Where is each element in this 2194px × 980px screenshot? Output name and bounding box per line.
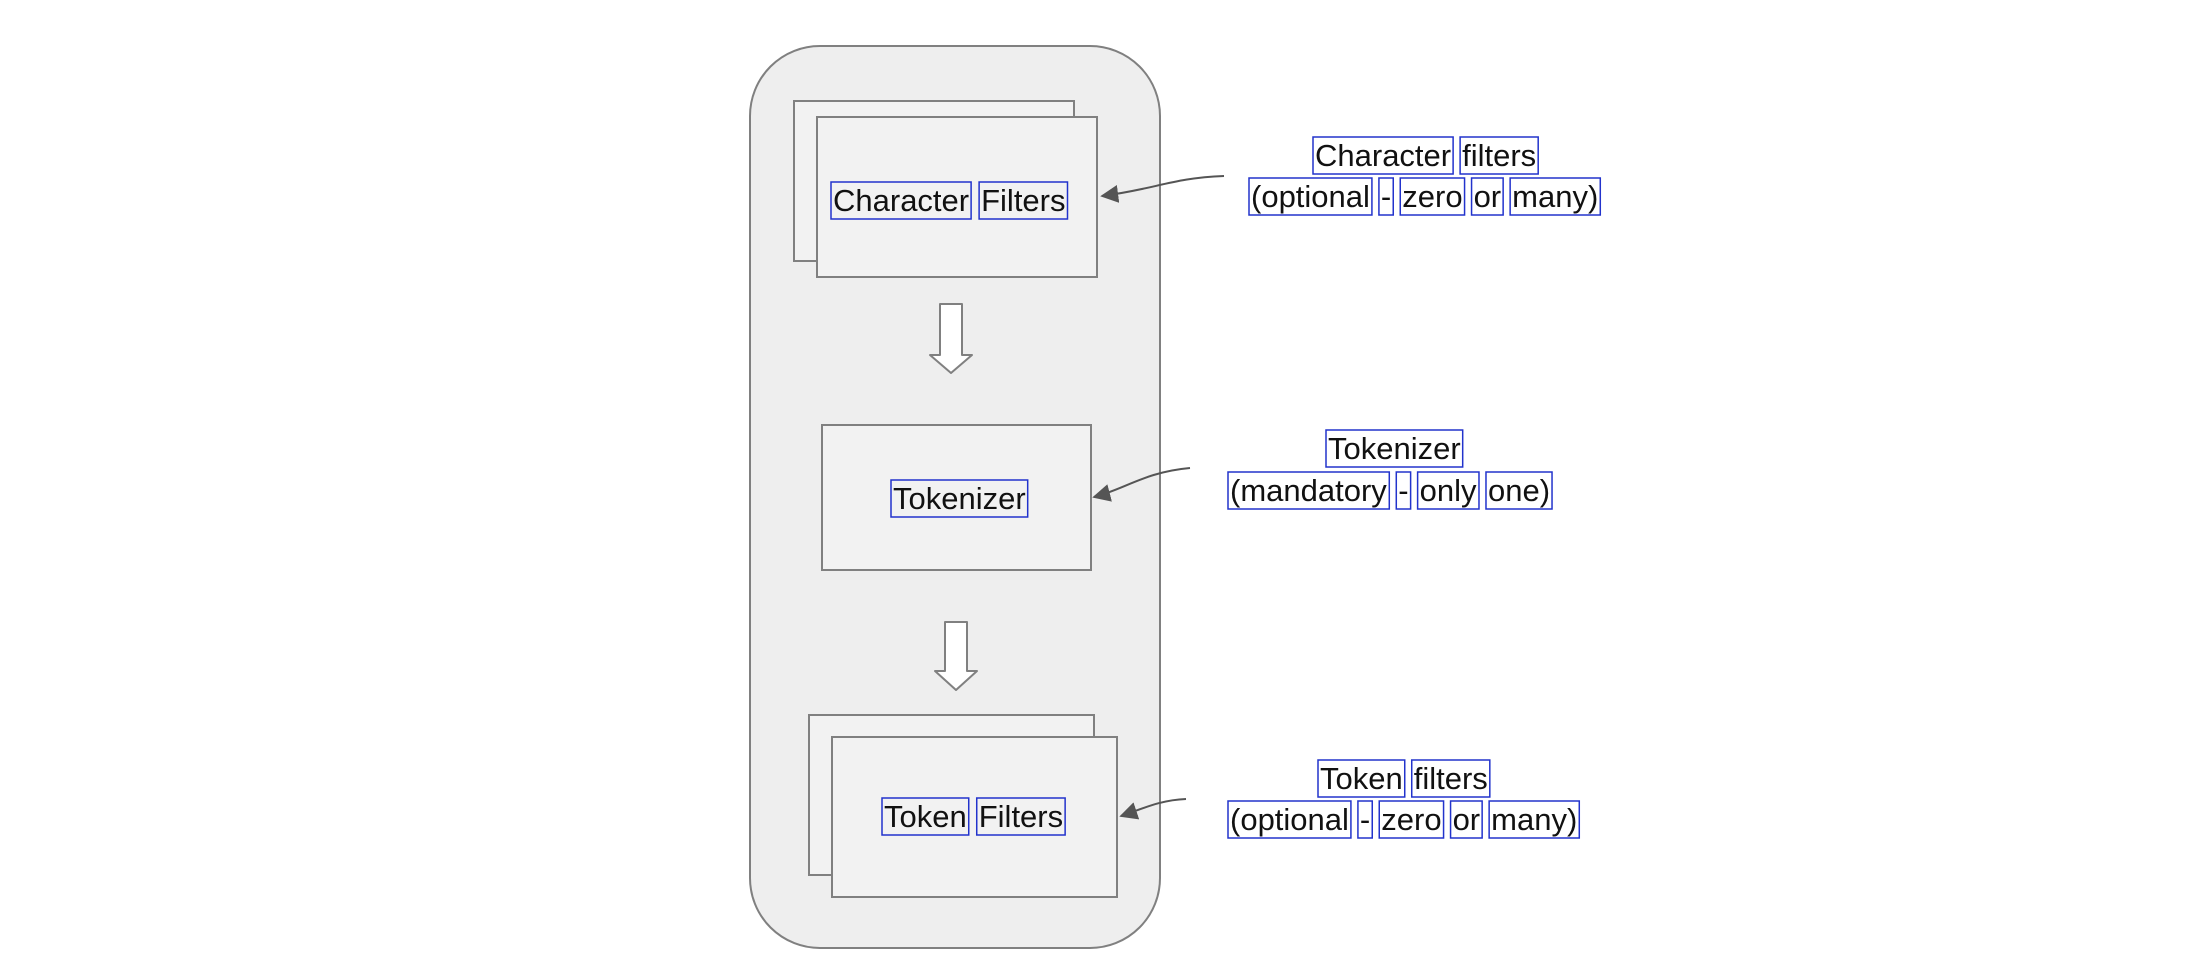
down-arrow-icon <box>934 621 978 691</box>
tokenizer-label: Tokenizer <box>890 479 1029 518</box>
token-filters-node: Token Filters <box>808 714 1118 898</box>
word-box <box>1227 800 1352 839</box>
word-box <box>975 797 1066 836</box>
word-box <box>1470 177 1504 216</box>
word-box <box>1449 800 1483 839</box>
tokenizer-connector-arrow <box>1092 467 1191 502</box>
tokenizer-annotation: Tokenizer (mandatory-only one) <box>1227 429 1553 510</box>
word-box <box>978 181 1069 220</box>
word-label: Token <box>884 799 967 834</box>
word-label: filters <box>1462 138 1536 173</box>
word-label: Character <box>1315 138 1451 173</box>
tokenizer-node: Tokenizer <box>821 424 1092 571</box>
word-label: Tokenizer <box>1328 431 1461 466</box>
word-label: Character <box>833 183 969 218</box>
word-box <box>1357 800 1373 839</box>
word-box <box>1227 471 1391 510</box>
token-filters-front-card <box>831 736 1118 898</box>
tokenizer-annotation-note: (mandatory-only one) <box>1227 471 1553 510</box>
down-arrow-icon <box>929 303 973 374</box>
word-box <box>1325 429 1464 468</box>
word-box <box>1378 177 1394 216</box>
character-filters-annotation-title: Character filters <box>1312 136 1539 175</box>
word-label: Tokenizer <box>893 481 1026 516</box>
token-filters-connector-arrow <box>1119 798 1187 820</box>
word-label: Token <box>1320 761 1403 796</box>
character-filters-node: Character Filters <box>793 100 1098 278</box>
word-label: (optional <box>1230 802 1349 837</box>
word-box <box>881 797 970 836</box>
word-box <box>1485 471 1553 510</box>
word-box <box>890 479 1029 518</box>
word-box <box>1395 471 1412 510</box>
word-label: - <box>1398 473 1408 508</box>
word-label: or <box>1474 179 1502 214</box>
word-label: filters <box>1414 761 1488 796</box>
word-label: many) <box>1491 802 1577 837</box>
word-box <box>1248 177 1373 216</box>
word-box <box>1378 800 1445 839</box>
word-box <box>1459 136 1539 175</box>
word-label: Filters <box>979 799 1063 834</box>
character-filters-label: Character Filters <box>830 181 1069 220</box>
word-box <box>1509 177 1602 216</box>
word-box <box>1399 177 1466 216</box>
word-label: one) <box>1488 473 1550 508</box>
word-label: or <box>1453 802 1481 837</box>
word-label: Filters <box>981 183 1065 218</box>
word-label: (optional <box>1251 179 1370 214</box>
word-label: many) <box>1512 179 1598 214</box>
word-label: - <box>1360 802 1370 837</box>
word-box <box>1312 136 1454 175</box>
word-label: (mandatory <box>1230 473 1387 508</box>
word-box <box>1410 759 1491 798</box>
token-filters-label: Token Filters <box>881 797 1066 836</box>
word-box <box>830 181 972 220</box>
word-label: only <box>1420 473 1477 508</box>
token-filters-annotation-title: Token filters <box>1317 759 1491 798</box>
word-label: zero <box>1381 802 1441 837</box>
word-box <box>1488 800 1581 839</box>
character-filters-connector-arrow <box>1100 175 1225 203</box>
word-label: zero <box>1402 179 1462 214</box>
word-label: - <box>1381 179 1391 214</box>
word-box <box>1317 759 1406 798</box>
word-box <box>1416 471 1480 510</box>
tokenizer-card <box>821 424 1092 571</box>
character-filters-front-card <box>816 116 1098 278</box>
tokenizer-annotation-title: Tokenizer <box>1325 429 1464 468</box>
